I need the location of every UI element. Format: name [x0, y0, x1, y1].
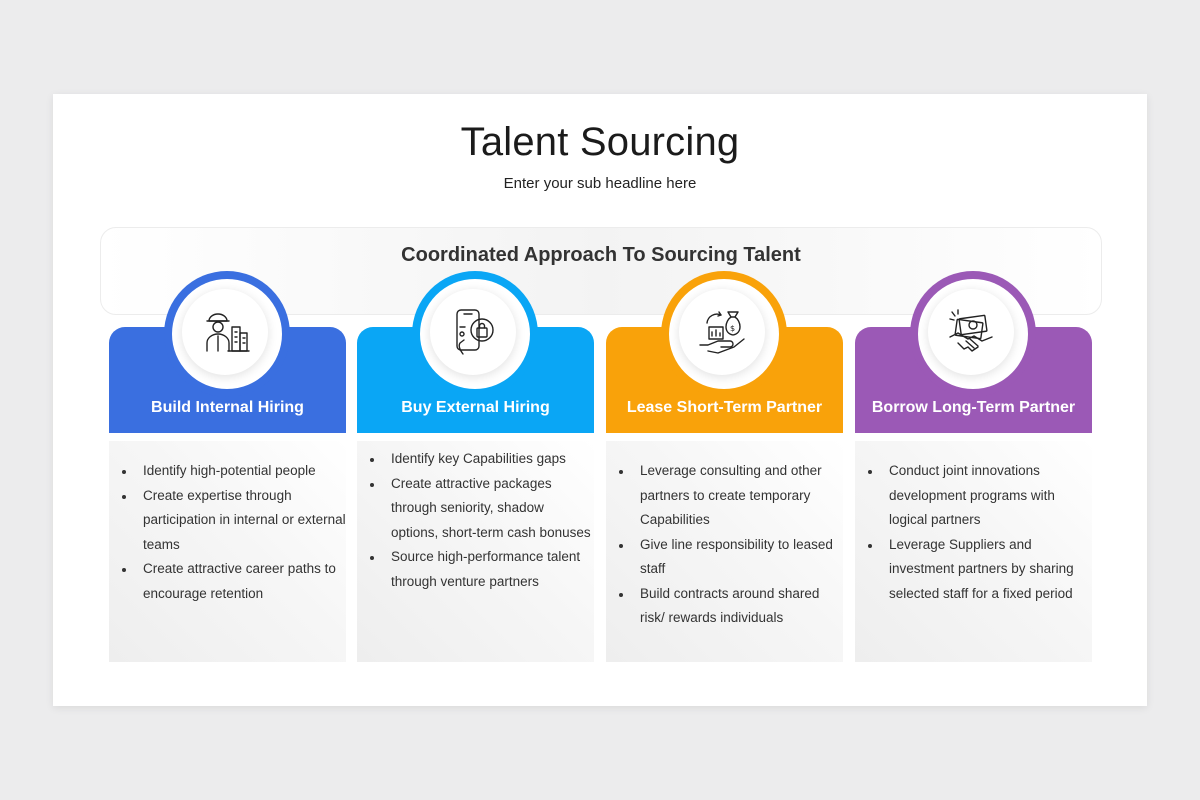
hand-money-bag-icon: $ — [699, 311, 745, 354]
list-item: Create attractive career paths to encour… — [122, 557, 346, 606]
icon-circle — [420, 279, 530, 389]
card-label: Lease Short-Term Partner — [626, 399, 823, 416]
list-item: Conduct joint innovations development pr… — [868, 459, 1092, 533]
slide: Talent Sourcing Enter your sub headline … — [53, 94, 1147, 706]
handshake-money-icon — [949, 309, 993, 352]
card-body-build-internal-hiring: Identify high-potential people Create ex… — [109, 441, 346, 662]
card-label: Buy External Hiring — [401, 399, 550, 416]
card-body-borrow-long-term-partner: Conduct joint innovations development pr… — [855, 441, 1092, 662]
card-body-lease-short-term-partner: Leverage consulting and other partners t… — [606, 441, 843, 662]
icon-circle — [918, 279, 1028, 389]
list-item: Create expertise through participation i… — [122, 484, 346, 558]
phone-shopping-bag-icon — [456, 309, 494, 355]
icon-circle: $ — [669, 279, 779, 389]
banner-title: Coordinated Approach To Sourcing Talent — [401, 244, 801, 266]
list-item: Source high-performance talent through v… — [370, 545, 594, 594]
worker-building-icon — [206, 313, 250, 352]
card-label: Borrow Long-Term Partner — [871, 399, 1076, 416]
card-label: Build Internal Hiring — [151, 399, 304, 416]
list-item: Create attractive packages through senio… — [370, 472, 594, 546]
list-item: Identify high-potential people — [122, 459, 346, 484]
page-subtitle: Enter your sub headline here — [503, 175, 697, 192]
card-borrow-long-term-partner: Borrow Long-Term Partner — [855, 279, 1092, 433]
card-body-buy-external-hiring: Identify key Capabilities gaps Create at… — [357, 441, 594, 662]
list-item: Leverage consulting and other partners t… — [619, 459, 843, 533]
card-build-internal-hiring: Build Internal Hiring — [109, 279, 346, 433]
icon-circle — [172, 279, 282, 389]
card-lease-short-term-partner: $ Lease Short-Term Partner — [606, 279, 843, 433]
page-title: Talent Sourcing — [460, 120, 740, 164]
list-item: Identify key Capabilities gaps — [370, 447, 594, 472]
list-item: Build contracts around shared risk/ rewa… — [619, 582, 843, 631]
list-item: Leverage Suppliers and investment partne… — [868, 533, 1092, 607]
svg-text:$: $ — [730, 324, 735, 333]
list-item: Give line responsibility to leased staff — [619, 533, 843, 582]
card-buy-external-hiring: Buy External Hiring — [357, 279, 594, 433]
